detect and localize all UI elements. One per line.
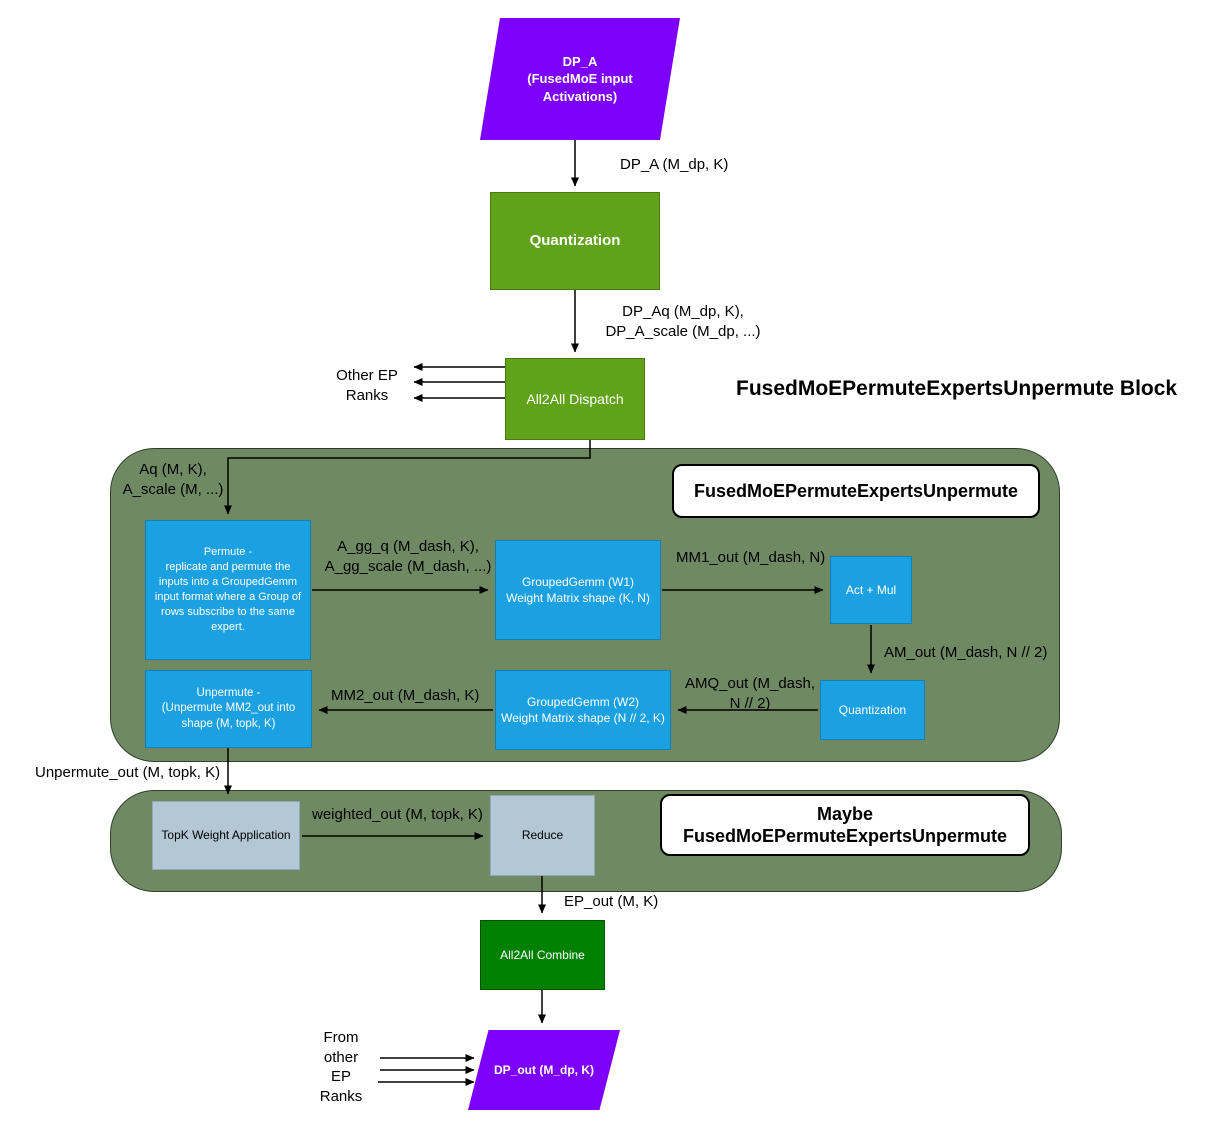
edge-label-mm1-out: MM1_out (M_dash, N) <box>676 549 826 566</box>
edge-label-mm2-out: MM2_out (M_dash, K) <box>331 687 480 704</box>
node-act-mul: Act + Mul <box>830 556 912 624</box>
edge-label-a-gg-q: A_gg_q (M_dash, K), A_gg_scale (M_dash, … <box>324 538 492 575</box>
node-grouped-gemm-w2: GroupedGemm (W2) Weight Matrix shape (N … <box>495 670 671 750</box>
container1-title-box: FusedMoEPermuteExpertsUnpermute <box>672 464 1040 518</box>
node-reduce: Reduce <box>490 795 595 876</box>
node-dp-out: DP_out (M_dp, K) <box>468 1030 620 1110</box>
edge-label-weighted-out: weighted_out (M, topk, K) <box>312 806 483 823</box>
node-unpermute: Unpermute - (Unpermute MM2_out into shap… <box>145 670 312 748</box>
edge-label-am-out: AM_out (M_dash, N // 2) <box>884 644 1048 661</box>
edge-label-aq: Aq (M, K), A_scale (M, ...) <box>122 461 224 498</box>
label-other-ep-ranks: Other EP Ranks <box>336 367 398 404</box>
node-grouped-gemm-w1: GroupedGemm (W1) Weight Matrix shape (K,… <box>495 540 661 640</box>
label-from-other-ep-ranks: From other EP Ranks <box>319 1029 363 1105</box>
container2-title-box: Maybe FusedMoEPermuteExpertsUnpermute <box>660 794 1030 856</box>
edge-label-amq-out: AMQ_out (M_dash, N // 2) <box>684 675 816 712</box>
edge-label-unpermute-out: Unpermute_out (M, topk, K) <box>35 764 221 781</box>
edge-dispatch-permute <box>224 440 591 515</box>
edge-label-dp-a: DP_A (M_dp, K) <box>620 156 729 173</box>
node-dp-a: DP_A (FusedMoE input Activations) <box>480 18 680 140</box>
node-all2all-dispatch: All2All Dispatch <box>505 358 645 440</box>
block-title: FusedMoEPermuteExpertsUnpermute Block <box>736 377 1178 400</box>
node-quantization: Quantization <box>490 192 660 290</box>
node-permute: Permute - replicate and permute the inpu… <box>145 520 311 660</box>
node-topk-weight-application: TopK Weight Application <box>152 801 300 870</box>
edge-label-dp-aq: DP_Aq (M_dp, K), DP_A_scale (M_dp, ...) <box>605 303 761 340</box>
node-all2all-combine: All2All Combine <box>480 920 605 990</box>
node-quantization-inner: Quantization <box>820 680 925 740</box>
edge-label-ep-out: EP_out (M, K) <box>564 893 659 910</box>
